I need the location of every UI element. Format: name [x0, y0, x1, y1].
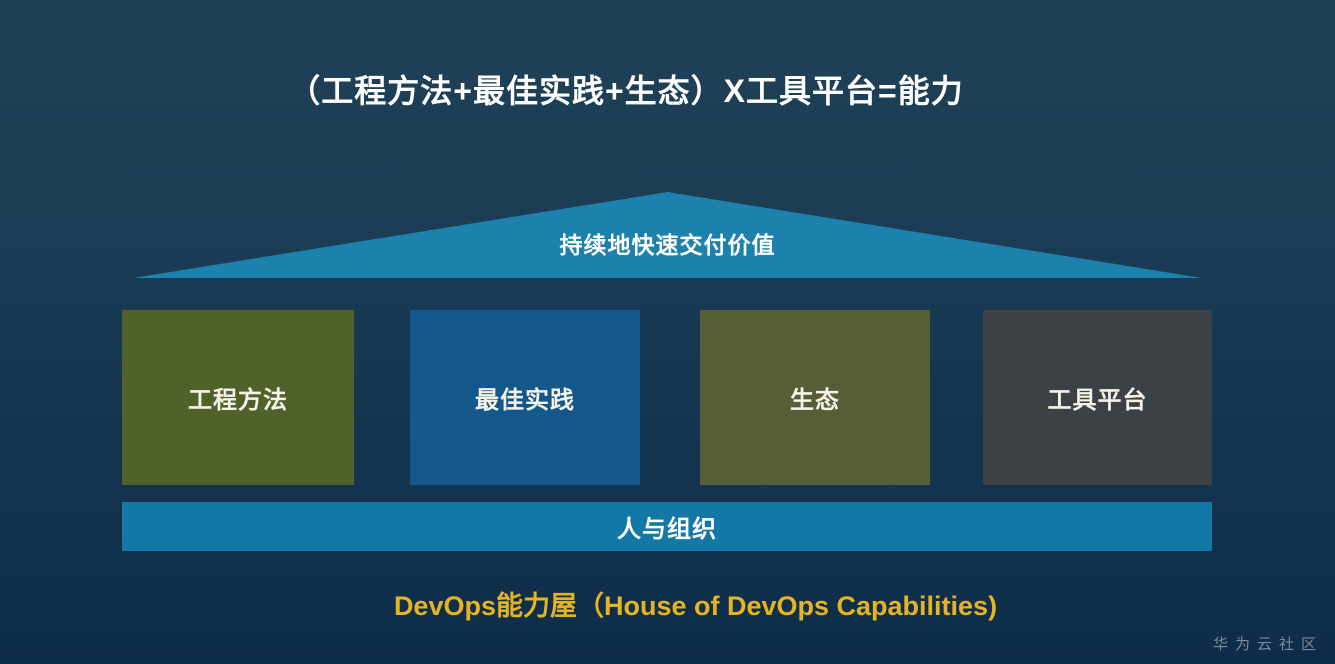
- pillar-engineering-method: 工程方法: [122, 310, 354, 485]
- pillar-tool-platform: 工具平台: [983, 310, 1212, 485]
- foundation-people-organization: 人与组织: [122, 502, 1212, 551]
- pillar-best-practices: 最佳实践: [410, 310, 640, 485]
- diagram-caption: DevOps能力屋（House of DevOps Capabilities): [393, 591, 998, 621]
- diagram-title: （工程方法+最佳实践+生态）X工具平台=能力: [288, 73, 964, 109]
- pillar-ecosystem: 生态: [700, 310, 930, 485]
- roof-triangle: 持续地快速交付价值: [133, 192, 1202, 278]
- watermark-huawei-cloud-community: 华为云社区: [1212, 636, 1323, 653]
- roof-label: 持续地快速交付价值: [559, 232, 776, 258]
